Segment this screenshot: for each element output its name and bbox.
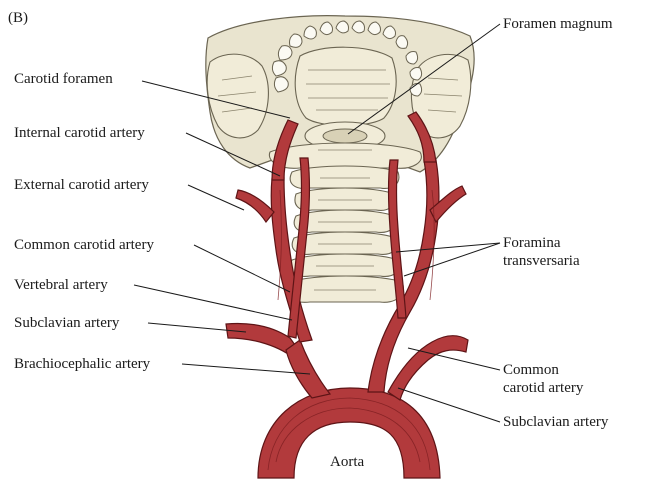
label-common-carotid-right-1: Common	[503, 362, 559, 378]
label-internal-carotid: Internal carotid artery	[14, 125, 145, 141]
label-subclavian-left: Subclavian artery	[14, 315, 120, 331]
left-arteries	[225, 119, 332, 399]
label-aorta: Aorta	[330, 454, 365, 470]
cervical-spine	[268, 142, 422, 303]
label-common-carotid-left: Common carotid artery	[14, 237, 154, 253]
label-brachiocephalic: Brachiocephalic artery	[14, 356, 151, 372]
teeth-arch	[271, 20, 423, 97]
label-subclavian-right: Subclavian artery	[503, 414, 609, 430]
aorta-arch	[257, 387, 441, 479]
label-carotid-foramen: Carotid foramen	[14, 71, 113, 87]
label-vertebral-artery: Vertebral artery	[14, 277, 108, 293]
panel-label: (B)	[8, 10, 28, 26]
label-foramen-magnum: Foramen magnum	[503, 16, 613, 32]
label-foramina-1: Foramina	[503, 235, 561, 251]
leader-lines	[133, 23, 501, 423]
skull-base	[205, 15, 475, 173]
label-common-carotid-right-2: carotid artery	[503, 380, 584, 396]
label-external-carotid: External carotid artery	[14, 177, 149, 193]
right-arteries	[367, 111, 469, 401]
label-foramina-2: transversaria	[503, 253, 580, 269]
